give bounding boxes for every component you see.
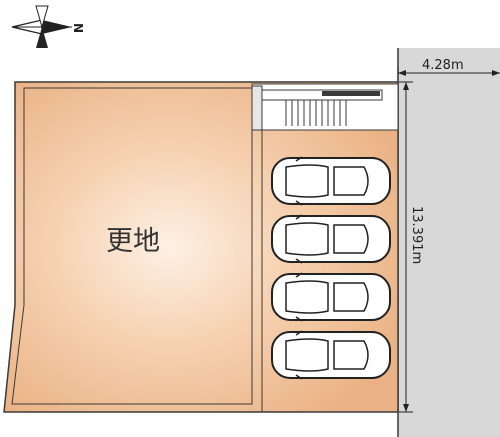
north-arrow-icon	[11, 5, 72, 48]
car-icon	[271, 214, 391, 264]
vacant-lot-inner	[11, 87, 253, 405]
lot-label: 更地	[106, 226, 160, 257]
road-width-label: 4.28m	[422, 58, 464, 73]
frontage-label: 13.391m	[409, 206, 424, 264]
car-icon	[271, 156, 391, 206]
frontage-dimension	[399, 81, 413, 413]
parking-spaces	[271, 156, 391, 380]
car-icon	[271, 330, 391, 380]
road-strip	[398, 48, 500, 437]
road-width-dimension	[397, 66, 500, 80]
car-icon	[271, 272, 391, 322]
entrance-steps	[251, 83, 399, 131]
north-label: N	[71, 23, 85, 33]
